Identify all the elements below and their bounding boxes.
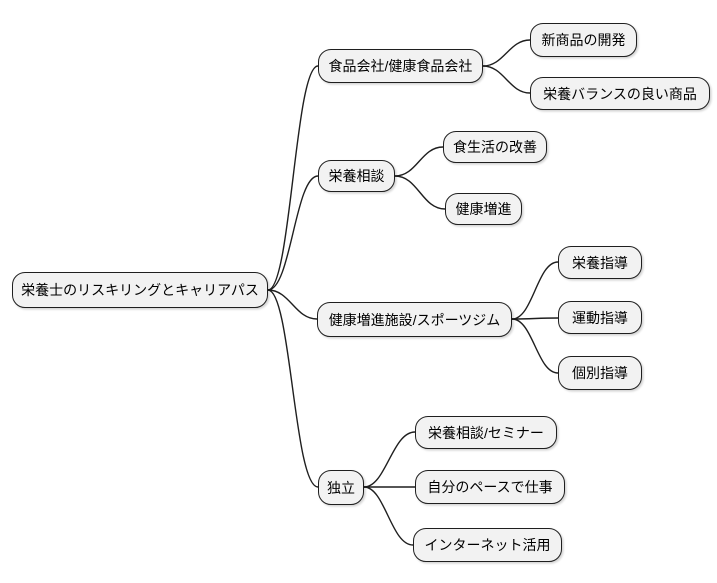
edge-branch-2-leaf-2: [511, 318, 559, 374]
edge-branch-2-leaf-1: [511, 317, 559, 320]
edge-root-branch-2: [267, 289, 318, 320]
edge-branch-1-leaf-1: [394, 175, 446, 210]
edge-branch-3-leaf-2: [363, 486, 414, 546]
mindmap-node-root[interactable]: 栄養士のリスキリングとキャリアパス: [12, 272, 268, 308]
mindmap-node-leaf-individual-guidance[interactable]: 個別指導: [558, 356, 642, 390]
mindmap-node-leaf-nutrition-guidance[interactable]: 栄養指導: [558, 246, 642, 279]
mindmap-node-leaf-consult-seminar[interactable]: 栄養相談/セミナー: [415, 416, 557, 449]
mindmap-node-leaf-internet-use[interactable]: インターネット活用: [413, 528, 562, 562]
mindmap-node-branch-nutrition-consult[interactable]: 栄養相談: [318, 160, 395, 192]
mindmap-node-leaf-health-promotion[interactable]: 健康増進: [445, 193, 522, 225]
edge-branch-0-leaf-1: [482, 65, 531, 94]
mindmap-node-branch-gym[interactable]: 健康増進施設/スポーツジム: [317, 302, 512, 337]
mindmap-node-leaf-own-pace-work[interactable]: 自分のペースで仕事: [415, 470, 565, 504]
mindmap-node-branch-food-company[interactable]: 食品会社/健康食品会社: [318, 49, 483, 83]
edge-branch-3-leaf-0: [363, 431, 416, 488]
mindmap-node-leaf-exercise-guidance[interactable]: 運動指導: [558, 301, 642, 334]
edge-branch-1-leaf-0: [394, 146, 444, 177]
edge-root-branch-0: [267, 65, 319, 291]
mindmap-node-leaf-new-product-dev[interactable]: 新商品の開発: [530, 23, 637, 57]
edge-branch-0-leaf-0: [482, 39, 531, 67]
mindmap-node-leaf-balanced-products[interactable]: 栄養バランスの良い商品: [530, 77, 710, 110]
edge-root-branch-3: [267, 289, 319, 488]
edge-branch-2-leaf-0: [511, 261, 559, 320]
mindmap-node-leaf-diet-improvement[interactable]: 食生活の改善: [443, 131, 547, 163]
mindmap-node-branch-independence[interactable]: 独立: [318, 470, 364, 505]
edge-root-branch-1: [267, 175, 319, 291]
